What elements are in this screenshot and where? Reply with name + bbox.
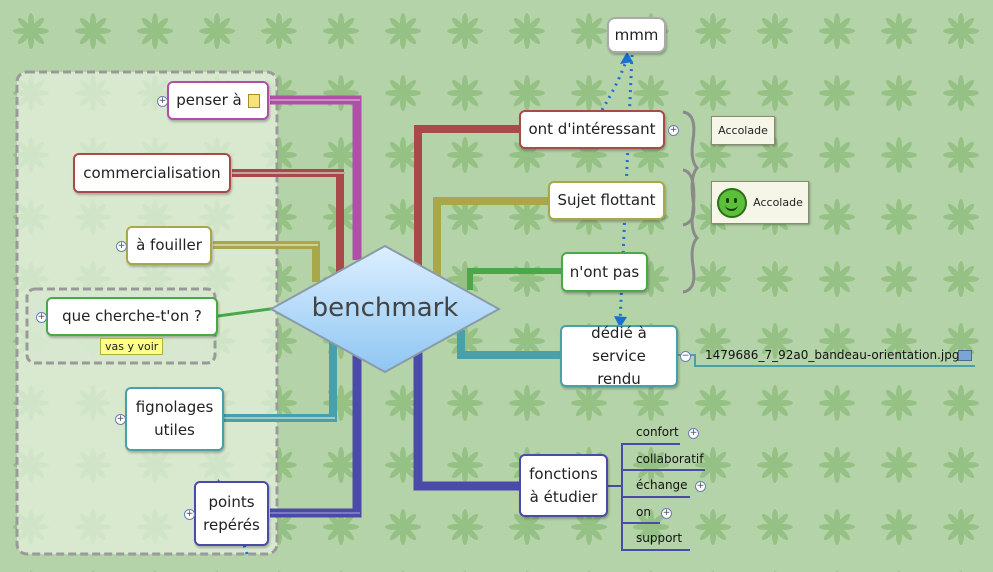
topic-label: points repérés (203, 492, 260, 534)
expand-icon[interactable]: + (116, 241, 127, 252)
expand-icon[interactable]: + (157, 96, 168, 107)
topic-a-fouiller[interactable]: à fouiller (126, 226, 212, 265)
topic-sujet-flottant[interactable]: Sujet flottant (548, 181, 665, 220)
topic-label: mmm (614, 25, 659, 44)
expand-icon[interactable]: + (115, 414, 126, 425)
smiley-icon (717, 187, 748, 218)
topic-que-cherche-ton[interactable]: que cherche-t'on ? (46, 297, 218, 336)
topic-label: penser à (176, 91, 242, 109)
topic-points-reperes[interactable]: points repérés (194, 481, 269, 546)
subtopic-confort[interactable]: confort (636, 425, 679, 439)
topic-label: fonctions à étudier (529, 464, 598, 506)
expand-icon[interactable]: + (695, 481, 706, 492)
subtopic-collaboratif[interactable]: collaboratif (636, 452, 704, 466)
expand-icon[interactable]: + (36, 312, 47, 323)
topic-label: à fouiller (136, 236, 202, 254)
topic-fonctions-a-etudier[interactable]: fonctions à étudier (519, 454, 608, 517)
expand-icon[interactable]: + (184, 509, 195, 520)
topic-fignolages-utiles[interactable]: fignolages utiles (125, 387, 224, 451)
accolade-label[interactable]: Accolade (711, 116, 775, 145)
topic-label: n'ont pas (569, 262, 640, 281)
collapse-icon[interactable]: − (680, 351, 691, 362)
expand-icon[interactable]: + (668, 125, 679, 136)
central-topic-label: benchmark (311, 293, 459, 323)
topic-label: dédié à service rendu (591, 323, 647, 388)
topic-label: que cherche-t'on ? (62, 307, 202, 325)
topic-label: fignolages utiles (135, 398, 214, 439)
note-icon[interactable] (247, 93, 260, 108)
topic-penser-a[interactable]: penser à (167, 81, 269, 120)
label-tag: vas y voir (100, 338, 164, 355)
topic-label: ont d'intéressant (528, 120, 656, 138)
topic-label: commercialisation (83, 163, 221, 182)
topic-ont-dinteressant[interactable]: ont d'intéressant (519, 110, 665, 149)
subtopic-echange[interactable]: échange (636, 478, 688, 492)
expand-icon[interactable]: + (661, 508, 672, 519)
subtopic-on[interactable]: on (636, 505, 651, 519)
topic-nont-pas[interactable]: n'ont pas (561, 252, 648, 292)
subtopic-support[interactable]: support (636, 531, 683, 545)
accolade-label[interactable]: Accolade (711, 181, 809, 224)
topic-dedie-a-service-rendu[interactable]: dédié à service rendu (560, 324, 678, 388)
central-topic-shape[interactable] (269, 244, 501, 374)
attachment-filename[interactable]: 1479686_7_92a0_bandeau-orientation.jpg (705, 348, 960, 362)
topic-label: Sujet flottant (557, 191, 656, 209)
image-icon (958, 350, 972, 361)
topic-commercialisation[interactable]: commercialisation (73, 153, 231, 193)
expand-icon[interactable]: + (688, 428, 699, 439)
floating-topic-mmm[interactable]: mmm (607, 17, 666, 53)
